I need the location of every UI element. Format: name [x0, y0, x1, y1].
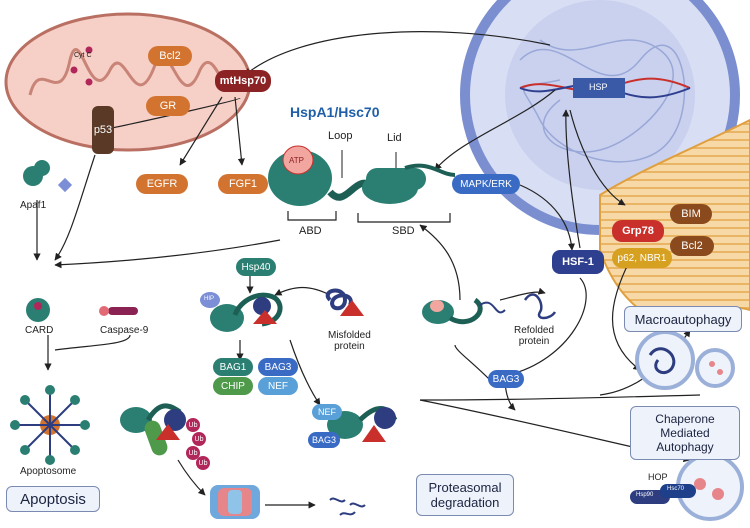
mitochondrion — [4, 12, 252, 152]
misfolded-protein-label: Misfolded protein — [328, 330, 371, 352]
nef-complex-pill: NEF — [312, 404, 342, 420]
atp-label: ATP — [289, 156, 304, 165]
card-shape — [26, 298, 50, 322]
proteasome — [210, 485, 260, 519]
gr-pill: GR — [146, 96, 190, 116]
nef-pill: NEF — [258, 377, 298, 395]
arrows — [33, 31, 701, 509]
lysosome — [630, 453, 744, 521]
caspase-9-label: Caspase-9 — [100, 325, 149, 336]
refolding-complex — [422, 297, 506, 325]
apoptosis-box: Apoptosis — [6, 486, 100, 512]
hsp90-label: Hsp90 — [636, 492, 654, 498]
peptide-fragments — [329, 497, 366, 516]
p53-pill: p53 — [92, 106, 114, 154]
apoptosome-shape — [10, 385, 90, 465]
loop-label: Loop — [328, 130, 353, 142]
apaf1-shape — [23, 160, 73, 193]
abd-label: ABD — [299, 225, 322, 237]
refolded-protein-shape — [523, 293, 557, 320]
macroautophagy-box: Macroautophagy — [624, 306, 742, 332]
bag3-mid-pill: BAG3 — [488, 370, 524, 388]
ub-3: Ub — [186, 446, 200, 460]
hip-label: HIP — [204, 296, 215, 302]
diagram-title: HspA1/Hsc70 — [290, 104, 380, 120]
egfr-pill: EGFR — [136, 174, 188, 194]
proteasomal-degradation-box: Proteasomal degradation — [416, 474, 514, 516]
apaf1-label: Apaf1 — [20, 200, 47, 211]
hsf1-pill: HSF-1 — [552, 250, 604, 274]
sbd-label: SBD — [392, 225, 415, 237]
p62-nbr1-pill: p62, NBR1 — [612, 248, 672, 268]
bag3-pill: BAG3 — [258, 358, 298, 376]
grp78-pill: Grp78 — [612, 220, 664, 242]
bcl2-mito-pill: Bcl2 — [148, 46, 192, 66]
hsc70-label: Hsc70 — [667, 486, 685, 492]
cyt-c-label: Cyt C — [74, 52, 92, 59]
misfolded-protein-shape — [325, 288, 364, 316]
hsp-gene-label: HSP — [589, 82, 608, 92]
autophagosome — [635, 330, 735, 390]
hop-label: HOP — [648, 472, 668, 482]
lid-label: Lid — [387, 132, 402, 144]
ub-2: Ub — [192, 432, 206, 446]
card-label: CARD — [25, 325, 54, 336]
hsp40-complex — [200, 292, 283, 332]
apoptosome-label: Apoptosome — [20, 466, 77, 477]
mthsp70-pill: mtHsp70 — [215, 70, 271, 92]
ub-1: Ub — [186, 418, 200, 432]
caspase-9-shape — [99, 306, 138, 316]
chip-ubiquitin-complex — [120, 403, 186, 456]
bag3-complex-pill: BAG3 — [308, 432, 340, 448]
cma-box: Chaperone Mediated Autophagy — [630, 406, 740, 460]
fgf1-pill: FGF1 — [218, 174, 268, 194]
bim-pill: BIM — [670, 204, 712, 224]
hsp70-structure — [268, 145, 456, 223]
bag1-pill: BAG1 — [213, 358, 253, 376]
chip-pill: CHIP — [213, 377, 253, 395]
hsp40-pill: Hsp40 — [236, 258, 276, 276]
refolded-protein-label: Refolded protein — [514, 325, 555, 347]
bcl2-er-pill: Bcl2 — [670, 236, 714, 256]
ub-4: Ub — [196, 456, 210, 470]
mapk-erk-pill: MAPK/ERK — [452, 174, 520, 194]
